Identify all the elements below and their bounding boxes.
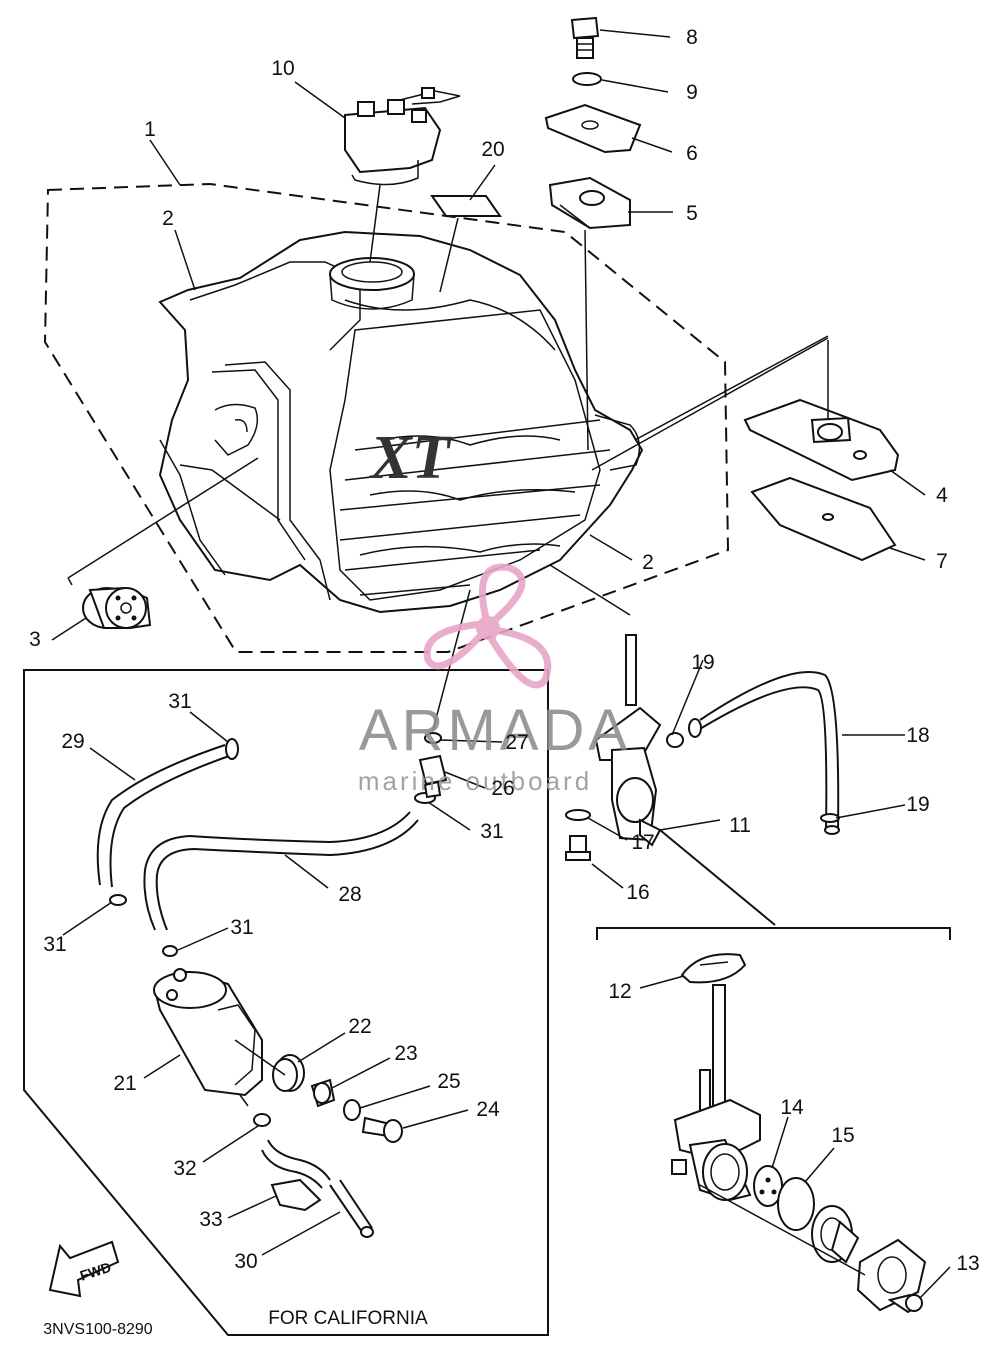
washer-25 bbox=[343, 1099, 361, 1121]
callout-19b: 19 bbox=[906, 793, 929, 816]
callout-31a: 31 bbox=[168, 690, 191, 713]
fuel-tank: XT bbox=[158, 230, 644, 614]
lever-assembly bbox=[811, 1205, 860, 1264]
fuel-cock-11 bbox=[549, 564, 662, 847]
callout-19a: 19 bbox=[691, 651, 714, 674]
bracket-6 bbox=[544, 103, 642, 154]
california-label: FOR CALIFORNIA bbox=[268, 1308, 428, 1329]
fwd-arrow: FWD bbox=[48, 1240, 120, 1298]
watermark: ARMADA marine outboard bbox=[358, 563, 631, 796]
fuel-cap bbox=[344, 87, 461, 263]
callout-2b: 2 bbox=[642, 551, 654, 574]
callout-27: 27 bbox=[505, 731, 528, 754]
callout-18: 18 bbox=[906, 724, 929, 747]
callout-3: 3 bbox=[29, 628, 41, 651]
cover-plate bbox=[856, 1238, 927, 1312]
callout-numbers: 1 2 2 3 4 5 6 7 8 9 10 11 12 13 14 15 16… bbox=[29, 26, 980, 1275]
callout-13: 13 bbox=[956, 1252, 979, 1275]
callout-8: 8 bbox=[686, 26, 698, 49]
callout-30: 30 bbox=[234, 1250, 257, 1273]
callout-17: 17 bbox=[631, 831, 654, 854]
leader-lines bbox=[51, 29, 951, 1299]
hose-32-33 bbox=[261, 1139, 331, 1189]
callout-9: 9 bbox=[686, 81, 698, 104]
damper-5 bbox=[548, 176, 631, 230]
diagram-code: 3NVS100-8290 bbox=[43, 1321, 153, 1338]
callout-26: 26 bbox=[491, 777, 514, 800]
callout-5: 5 bbox=[686, 202, 698, 225]
callout-23: 23 bbox=[394, 1042, 417, 1065]
callout-20: 20 bbox=[481, 138, 504, 161]
tank-logo: XT bbox=[368, 424, 451, 492]
oring-27 bbox=[424, 732, 442, 744]
callout-4: 4 bbox=[936, 484, 948, 507]
canister-21 bbox=[153, 968, 263, 1107]
watermark-brand: ARMADA bbox=[359, 698, 631, 763]
callout-22: 22 bbox=[348, 1015, 371, 1038]
detail-box bbox=[596, 927, 951, 940]
hose-18 bbox=[688, 671, 840, 835]
callout-29: 29 bbox=[61, 730, 84, 753]
hose-30 bbox=[329, 1179, 374, 1238]
clamp-31b bbox=[109, 894, 127, 906]
callout-15: 15 bbox=[831, 1124, 854, 1147]
bolt-24 bbox=[361, 1116, 403, 1143]
plate-7 bbox=[750, 476, 897, 562]
callout-31c: 31 bbox=[43, 933, 66, 956]
hose-28 bbox=[143, 811, 419, 931]
fuel-cock-detail bbox=[671, 984, 761, 1202]
callout-24: 24 bbox=[476, 1098, 500, 1121]
clamp-31d bbox=[162, 945, 178, 957]
gasket-12 bbox=[680, 953, 747, 984]
callout-31b: 31 bbox=[480, 820, 503, 843]
propeller-icon bbox=[423, 563, 552, 689]
oring-15 bbox=[777, 1177, 815, 1231]
hose-29 bbox=[96, 744, 233, 888]
callout-12: 12 bbox=[608, 980, 631, 1003]
bolt-8 bbox=[570, 16, 600, 59]
callout-11: 11 bbox=[729, 814, 751, 837]
callout-2a: 2 bbox=[162, 207, 174, 230]
fitting-26 bbox=[418, 754, 448, 799]
washer-17 bbox=[565, 809, 591, 821]
california-box bbox=[23, 669, 549, 1336]
clamp-31a bbox=[225, 738, 239, 760]
clamp-19a bbox=[666, 732, 684, 748]
callout-32: 32 bbox=[173, 1157, 196, 1180]
collar-23 bbox=[310, 1078, 336, 1108]
callout-33: 33 bbox=[199, 1208, 222, 1231]
clamp-33 bbox=[270, 1178, 322, 1212]
bolt-16 bbox=[565, 835, 591, 861]
callout-16: 16 bbox=[626, 881, 649, 904]
callout-7: 7 bbox=[936, 550, 948, 573]
callout-28: 28 bbox=[338, 883, 361, 906]
callout-31d: 31 bbox=[230, 916, 253, 939]
damper-3 bbox=[82, 586, 152, 629]
bracket-4 bbox=[743, 398, 900, 482]
watermark-tagline: marine outboard bbox=[358, 766, 592, 796]
screw-13 bbox=[887, 1293, 923, 1314]
callout-6: 6 bbox=[686, 142, 698, 165]
callout-25: 25 bbox=[437, 1070, 460, 1093]
tank-assembly-outline bbox=[43, 182, 730, 653]
callout-14: 14 bbox=[780, 1096, 804, 1119]
warning-label bbox=[430, 195, 502, 217]
washer-9 bbox=[572, 72, 602, 86]
clamp-32 bbox=[253, 1113, 271, 1127]
callout-21: 21 bbox=[113, 1072, 136, 1095]
callout-10: 10 bbox=[271, 57, 294, 80]
callout-1: 1 bbox=[144, 118, 156, 141]
